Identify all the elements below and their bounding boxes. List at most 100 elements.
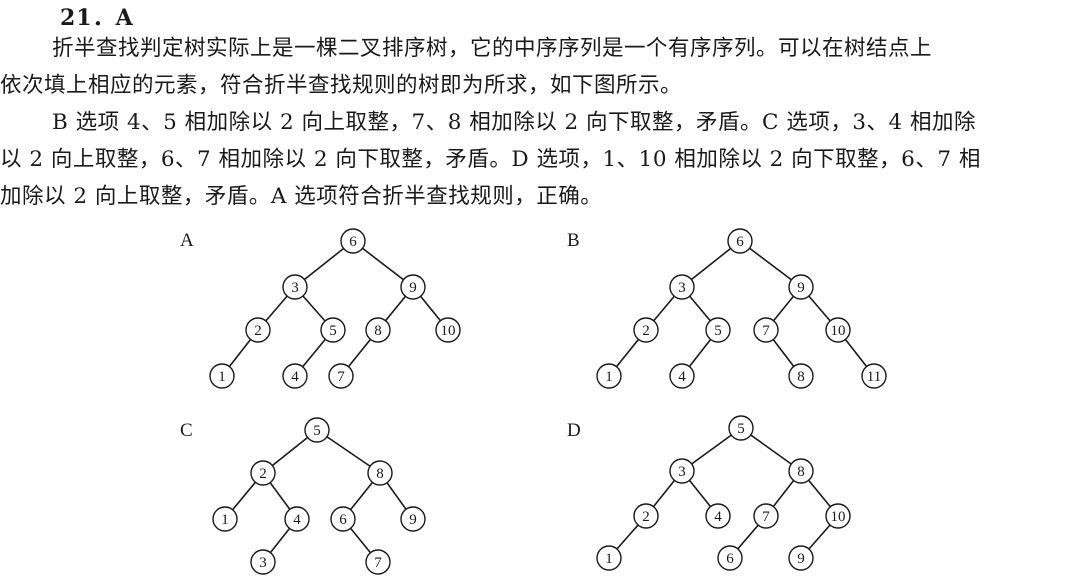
- node-label: 10: [831, 323, 846, 339]
- tree-c-node-4: 4: [284, 506, 310, 532]
- node-label: 4: [678, 369, 686, 385]
- node-label: 6: [726, 551, 734, 567]
- tree-a-node-5: 5: [320, 317, 346, 343]
- tree-b-node-9: 9: [788, 274, 814, 300]
- node-label: 2: [642, 509, 650, 525]
- tree-b-node-7: 7: [753, 317, 779, 343]
- tree-b-node-11: 11: [861, 363, 887, 389]
- node-circle: [284, 506, 310, 532]
- node-label: 2: [254, 323, 262, 339]
- tree-label-b: B: [567, 230, 580, 251]
- node-label: 9: [797, 280, 805, 296]
- tree-d-node-3: 3: [669, 458, 695, 484]
- tree-d-node-9: 9: [788, 545, 814, 571]
- node-label: 5: [313, 423, 321, 439]
- node-label: 6: [339, 512, 347, 528]
- node-circle: [367, 460, 393, 486]
- tree-c-edge-5-8: [316, 429, 381, 474]
- tree-a-node-1: 1: [209, 363, 235, 389]
- paragraph-line: 加除以 2 向上取整，矛盾。A 选项符合折半查找规则，正确。: [0, 184, 603, 209]
- node-circle: [788, 363, 814, 389]
- node-label: 5: [737, 421, 745, 437]
- node-circle: [705, 503, 731, 529]
- paragraph-line: 依次填上相应的元素，符合折半查找规则的树即为所求，如下图所示。: [0, 73, 683, 98]
- tree-a-node-8: 8: [365, 317, 391, 343]
- node-label: 6: [349, 234, 357, 250]
- node-label: 8: [374, 323, 382, 339]
- node-circle: [633, 503, 659, 529]
- tree-b-node-1: 1: [596, 363, 622, 389]
- node-circle: [400, 506, 426, 532]
- node-circle: [250, 460, 276, 486]
- node-circle: [669, 458, 695, 484]
- node-label: 8: [797, 464, 805, 480]
- explanation-paragraph-1: 折半查找判定树实际上是一棵二叉排序树，它的中序序列是一个有序序列。可以在树结点上…: [0, 30, 1062, 104]
- node-circle: [212, 506, 238, 532]
- tree-a-node-6: 6: [340, 228, 366, 254]
- node-label: 1: [605, 369, 613, 385]
- tree-label-d: D: [567, 420, 581, 441]
- node-circle: [753, 503, 779, 529]
- node-label: 3: [259, 555, 267, 571]
- node-label: 1: [605, 551, 613, 567]
- node-circle: [633, 317, 659, 343]
- node-label: 9: [409, 512, 417, 528]
- tree-d-node-5: 5: [728, 415, 754, 441]
- tree-b-node-2: 2: [633, 317, 659, 343]
- node-circle: [788, 274, 814, 300]
- node-circle: [669, 274, 695, 300]
- tree-b-node-10: 10: [825, 317, 851, 343]
- node-label: 4: [293, 512, 301, 528]
- node-label: 2: [642, 323, 650, 339]
- node-circle: [209, 363, 235, 389]
- node-circle: [282, 274, 308, 300]
- node-label: 11: [867, 369, 881, 385]
- node-label: 10: [441, 323, 456, 339]
- node-label: 10: [831, 509, 846, 525]
- tree-d-node-4: 4: [705, 503, 731, 529]
- node-label: 6: [736, 234, 744, 250]
- paragraph-line: B 选项 4、5 相加除以 2 向上取整，7、8 相加除以 2 向下取整，矛盾。…: [52, 110, 977, 135]
- node-label: 9: [409, 280, 417, 296]
- tree-d-node-1: 1: [596, 545, 622, 571]
- node-label: 3: [291, 280, 299, 296]
- node-circle: [304, 417, 330, 443]
- node-label: 1: [218, 369, 226, 385]
- node-circle: [365, 317, 391, 343]
- node-circle: [400, 274, 426, 300]
- answer-heading: 21．A: [60, 5, 134, 31]
- tree-b-node-6: 6: [727, 228, 753, 254]
- node-label: 5: [714, 323, 722, 339]
- tree-d-node-8: 8: [788, 458, 814, 484]
- node-label: 9: [797, 551, 805, 567]
- tree-c-node-7: 7: [365, 549, 391, 575]
- tree-c-node-3: 3: [250, 549, 276, 575]
- node-circle: [825, 503, 851, 529]
- node-label: 3: [678, 464, 686, 480]
- tree-b-node-4: 4: [669, 363, 695, 389]
- node-circle: [728, 415, 754, 441]
- tree-c-node-6: 6: [330, 506, 356, 532]
- paragraph-line: 折半查找判定树实际上是一棵二叉排序树，它的中序序列是一个有序序列。可以在树结点上: [52, 36, 933, 61]
- node-label: 3: [678, 280, 686, 296]
- node-circle: [788, 545, 814, 571]
- tree-c-node-5: 5: [304, 417, 330, 443]
- tree-b-node-5: 5: [705, 317, 731, 343]
- tree-c-node-1: 1: [212, 506, 238, 532]
- tree-d-node-10: 10: [825, 503, 851, 529]
- tree-d-node-7: 7: [753, 503, 779, 529]
- node-circle: [282, 363, 308, 389]
- tree-c-node-9: 9: [400, 506, 426, 532]
- paragraph-line: 以 2 向上取整，6、7 相加除以 2 向下取整，矛盾。D 选项，1、10 相加…: [0, 147, 981, 172]
- node-label: 4: [714, 509, 722, 525]
- node-circle: [340, 228, 366, 254]
- node-label: 2: [259, 466, 267, 482]
- node-circle: [705, 317, 731, 343]
- node-circle: [320, 317, 346, 343]
- node-circle: [328, 363, 354, 389]
- tree-b-node-8: 8: [788, 363, 814, 389]
- tree-a-node-4: 4: [282, 363, 308, 389]
- node-circle: [788, 458, 814, 484]
- node-label: 8: [376, 466, 384, 482]
- tree-label-a: A: [180, 230, 194, 251]
